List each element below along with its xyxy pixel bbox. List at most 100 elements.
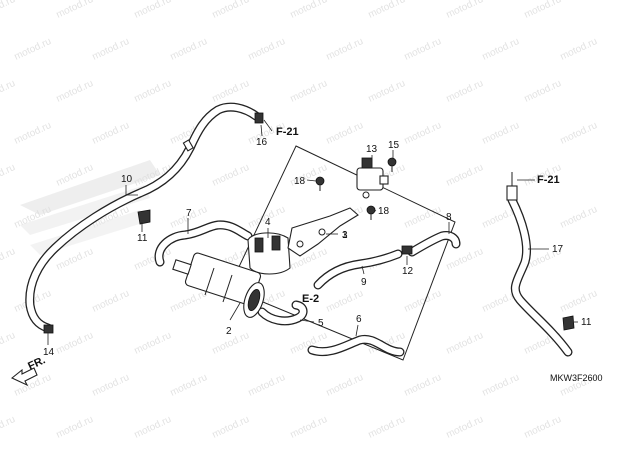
hose-17 bbox=[506, 172, 573, 357]
ref-label-e2: E-2 bbox=[302, 293, 319, 305]
watermark-text: motod.ru bbox=[523, 0, 563, 21]
watermark-text: motod.ru bbox=[0, 330, 17, 357]
watermark-text: motod.ru bbox=[0, 162, 17, 189]
part-label-12: 12 bbox=[402, 266, 414, 277]
hose-8 bbox=[407, 231, 461, 257]
watermark-text: motod.ru bbox=[289, 414, 329, 441]
part-label-18b: 18 bbox=[378, 206, 390, 217]
part-label-15: 15 bbox=[388, 140, 400, 151]
part-label-11-right: 11 bbox=[581, 317, 592, 328]
watermark-text: motod.ru bbox=[559, 288, 599, 315]
watermark-text: motod.ru bbox=[133, 246, 173, 273]
hose-7 bbox=[154, 220, 253, 267]
watermark-text: motod.ru bbox=[403, 288, 443, 315]
ref-label-f21-right: F-21 bbox=[537, 174, 560, 186]
part-label-17: 17 bbox=[552, 244, 564, 255]
watermark-text: motod.ru bbox=[91, 36, 131, 63]
clip-14 bbox=[43, 324, 54, 334]
watermark-text: motod.ru bbox=[91, 372, 131, 399]
ref-label-f21-left: F-21 bbox=[276, 126, 299, 138]
part-label-5: 5 bbox=[318, 318, 324, 329]
canister-holder bbox=[247, 232, 291, 275]
watermark-text: motod.ru bbox=[367, 78, 407, 105]
watermark-text: motod.ru bbox=[445, 162, 485, 189]
watermark-text: motod.ru bbox=[403, 204, 443, 231]
watermark-text: motod.ru bbox=[133, 414, 173, 441]
watermark-text: motod.ru bbox=[55, 78, 95, 105]
watermark-text: motod.ru bbox=[55, 0, 95, 21]
watermark-text: motod.ru bbox=[169, 372, 209, 399]
bolt-18b bbox=[366, 205, 376, 220]
watermark-text: motod.ru bbox=[559, 204, 599, 231]
watermark-text: motod.ru bbox=[445, 0, 485, 21]
watermark-text: motod.ru bbox=[211, 414, 251, 441]
part-labels: 1 2 3 4 5 6 7 8 9 10 11 11 12 13 14 15 1… bbox=[43, 137, 592, 358]
bolt-15 bbox=[387, 157, 397, 172]
watermark-text: motod.ru bbox=[211, 78, 251, 105]
watermark-text: motod.ru bbox=[523, 78, 563, 105]
hose-6 bbox=[307, 334, 405, 357]
watermark-text: motod.ru bbox=[91, 120, 131, 147]
watermark-text: motod.ru bbox=[0, 78, 17, 105]
watermark-text: motod.ru bbox=[13, 36, 53, 63]
watermark-text: motod.ru bbox=[91, 288, 131, 315]
clip-16 bbox=[254, 112, 264, 124]
mounting-bracket bbox=[287, 207, 359, 257]
watermark-text: motod.ru bbox=[133, 78, 173, 105]
hose-5 bbox=[257, 300, 308, 326]
part-label-10: 10 bbox=[121, 174, 133, 185]
leader-lines bbox=[47, 119, 578, 345]
part-label-2: 2 bbox=[226, 326, 232, 337]
watermark-text: motod.ru bbox=[325, 372, 365, 399]
watermark-text: motod.ru bbox=[289, 0, 329, 21]
watermark-text: motod.ru bbox=[0, 414, 17, 441]
watermark-text: motod.ru bbox=[403, 372, 443, 399]
part-label-16: 16 bbox=[256, 137, 268, 148]
evap-canister bbox=[172, 252, 265, 318]
watermark-text: motod.ru bbox=[55, 330, 95, 357]
hose-9 bbox=[313, 249, 403, 290]
watermark-text: motod.ru bbox=[325, 120, 365, 147]
watermark-text: motod.ru bbox=[211, 0, 251, 21]
watermark-text: motod.ru bbox=[0, 0, 17, 21]
watermark-text: motod.ru bbox=[523, 414, 563, 441]
diagram-code: MKW3F2600 bbox=[550, 373, 603, 383]
part-label-11-left: 11 bbox=[137, 233, 148, 244]
part-label-13: 13 bbox=[366, 144, 378, 155]
watermark-text: motod.ru bbox=[133, 0, 173, 21]
watermark-text: motod.ru bbox=[481, 120, 521, 147]
watermark-text: motod.ru bbox=[367, 414, 407, 441]
watermark-text: motod.ru bbox=[55, 246, 95, 273]
watermark-text: motod.ru bbox=[325, 288, 365, 315]
watermark-text: motod.ru bbox=[0, 246, 17, 273]
bolt-18a bbox=[315, 176, 325, 191]
watermark-text: motod.ru bbox=[211, 162, 251, 189]
watermark-text: motod.ru bbox=[481, 36, 521, 63]
watermark-text: motod.ru bbox=[13, 120, 53, 147]
watermark-text: motod.ru bbox=[367, 0, 407, 21]
watermark-text: motod.ru bbox=[169, 288, 209, 315]
part-label-3: 3 bbox=[342, 230, 348, 241]
purge-solenoid-valve bbox=[356, 157, 389, 199]
part-label-8: 8 bbox=[446, 212, 452, 223]
watermark-text: motod.ru bbox=[445, 414, 485, 441]
watermark-text: motod.ru bbox=[559, 120, 599, 147]
clip-12 bbox=[401, 245, 413, 255]
watermark-text: motod.ru bbox=[289, 78, 329, 105]
watermark-text: motod.ru bbox=[445, 330, 485, 357]
part-label-1: 1 bbox=[342, 230, 348, 241]
watermark-text: motod.ru bbox=[133, 330, 173, 357]
part-label-7: 7 bbox=[186, 208, 192, 219]
part-label-14: 14 bbox=[43, 347, 55, 358]
watermark-text: motod.ru bbox=[559, 36, 599, 63]
watermark-text: motod.ru bbox=[169, 36, 209, 63]
watermark-text: motod.ru bbox=[481, 372, 521, 399]
part-label-4: 4 bbox=[265, 217, 271, 228]
watermark-text: motod.ru bbox=[403, 36, 443, 63]
part-label-18a: 18 bbox=[294, 176, 306, 187]
front-direction-arrow bbox=[10, 367, 38, 387]
part-label-6: 6 bbox=[356, 314, 362, 325]
watermark-text: motod.ru bbox=[247, 372, 287, 399]
clip-11-left bbox=[137, 209, 151, 225]
